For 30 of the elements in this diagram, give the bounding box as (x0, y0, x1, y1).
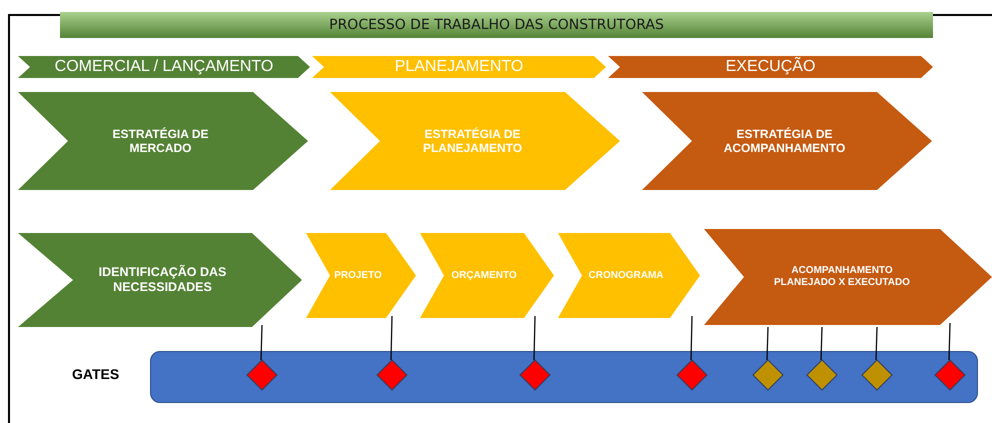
process-step: ESTRATÉGIA DE PLANEJAMENTO (330, 92, 620, 190)
title-banner: PROCESSO DE TRABALHO DAS CONSTRUTORAS (60, 12, 933, 38)
gates-label: GATES (72, 366, 120, 382)
gate-connector (948, 322, 951, 360)
gate-diamond (677, 360, 707, 390)
phase-banner: PLANEJAMENTO (312, 56, 606, 78)
gate-diamond (247, 360, 277, 390)
process-step: ESTRATÉGIA DE ACOMPANHAMENTO (642, 92, 932, 190)
gate-connector (766, 326, 769, 360)
gate-connector (260, 324, 263, 360)
process-step: IDENTIFICAÇÃO DAS NECESSIDADES (18, 233, 302, 327)
gate-connector (820, 326, 823, 360)
gates-bar (150, 351, 978, 403)
process-step: ACOMPANHAMENTO PLANEJADO X EXECUTADO (704, 229, 992, 325)
process-step: CRONOGRAMA (558, 233, 700, 318)
process-step: PROJETO (306, 233, 416, 318)
gate-diamond (377, 360, 407, 390)
gate-connector (390, 316, 393, 360)
process-step: ORÇAMENTO (420, 233, 554, 318)
gate-diamond (935, 360, 965, 390)
gate-connector (690, 316, 693, 360)
process-step: ESTRATÉGIA DE MERCADO (18, 92, 308, 190)
gate-diamond (520, 360, 550, 390)
gate-connector (533, 316, 536, 360)
gate-connector (875, 326, 878, 360)
phase-banner: COMERCIAL / LANÇAMENTO (18, 56, 310, 78)
phase-banner: EXECUÇÃO (608, 56, 933, 78)
gate-diamond (807, 360, 837, 390)
gate-diamond (753, 360, 783, 390)
gate-diamond (862, 360, 892, 390)
